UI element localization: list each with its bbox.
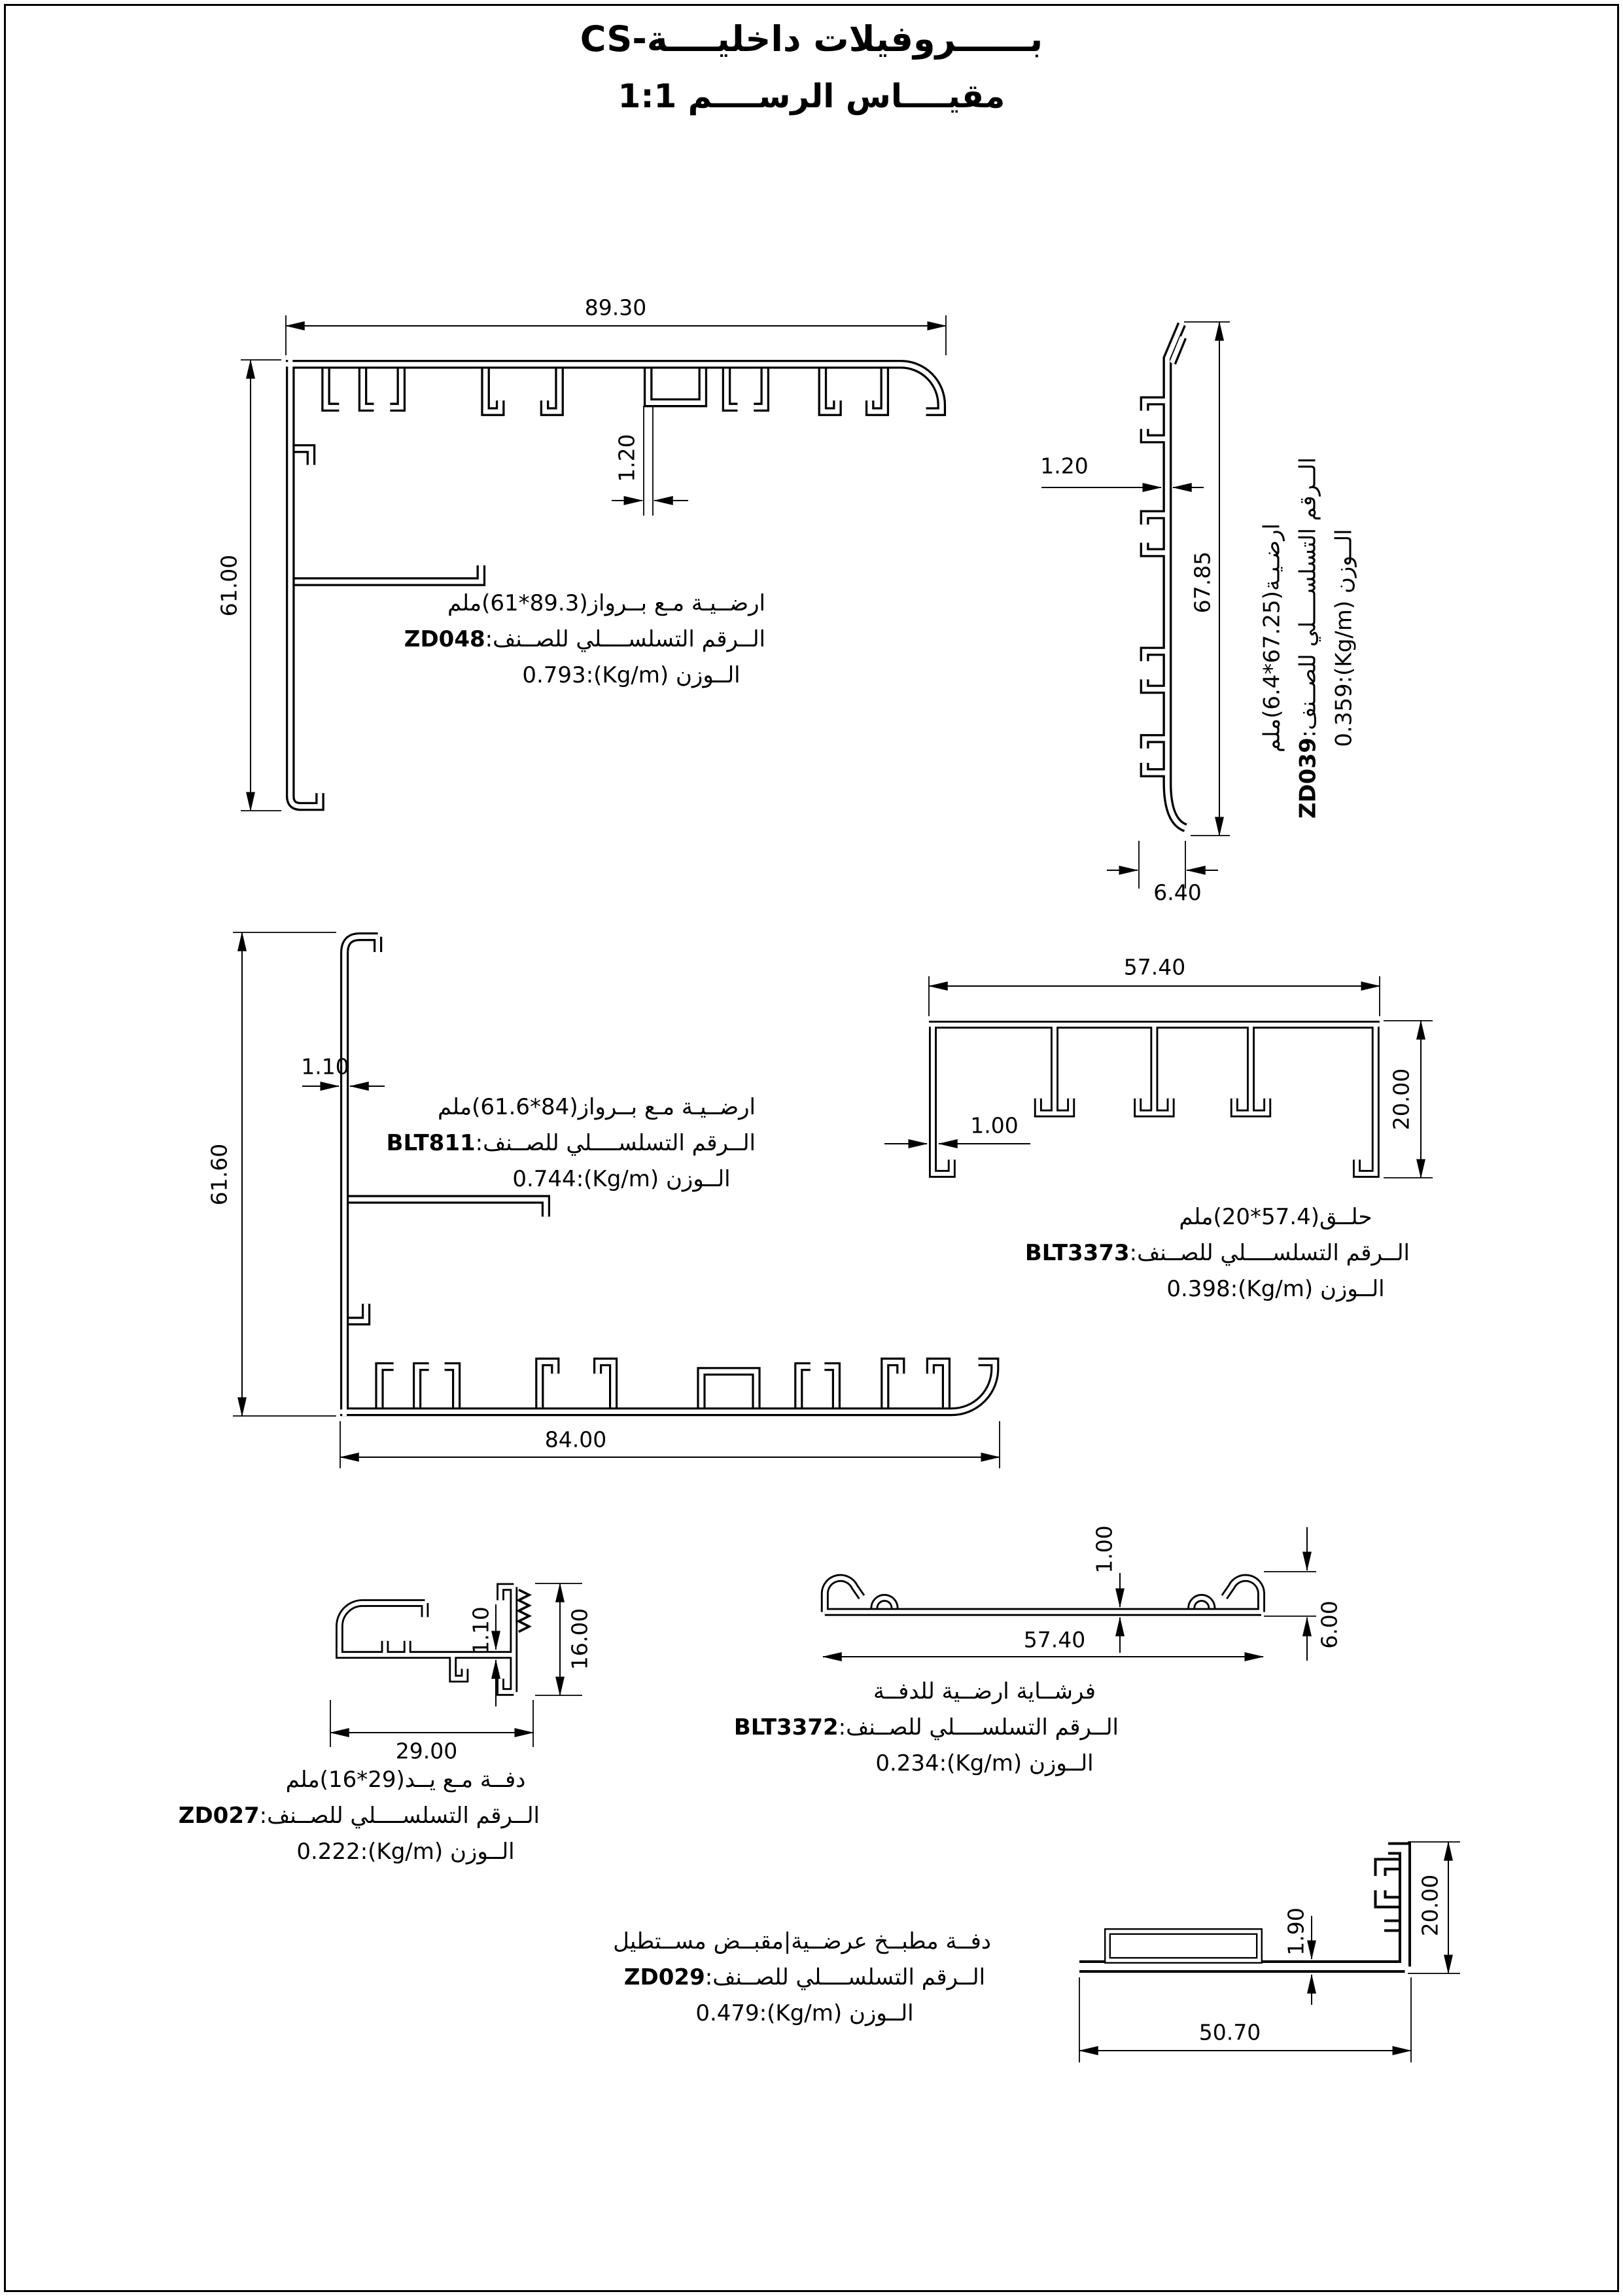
caption-zd027: دفــة مـع يــد(29*16)ملم الــرقم التسلسـ… <box>179 1762 540 1870</box>
caption-blt3372: فرشــاية ارضــية للدفــة الــرقم التسلسـ… <box>734 1674 1119 1782</box>
profile-serial-line: الــرقم التسلســــلي للصــنف:ZD029 <box>618 1960 991 1996</box>
serial-label: الــرقم التسلســــلي للصــنف: <box>838 1714 1119 1740</box>
dim-width-blt3372: 57.40 <box>1023 1627 1086 1653</box>
dim-height-zd027: 16.00 <box>567 1608 593 1670</box>
profile-drawing-zd048 <box>286 360 941 807</box>
serial-label: الــرقم التسلســــلي للصــنف: <box>1129 1240 1410 1266</box>
dim-thickness-zd048: 1.20 <box>614 434 640 482</box>
caption-zd029: دفــة مطبــخ عرضــية|مقبــض مســتطيل الـ… <box>613 1924 991 2032</box>
profile-weight: الــوزن (Kg/m):0.398 <box>1166 1276 1385 1302</box>
profile-serial-line: الــرقم التسلســــلي للصــنف:BLT811 <box>387 1125 756 1161</box>
profile-description: فرشــاية ارضــية للدفــة <box>873 1678 1096 1704</box>
dim-width-blt3373: 57.40 <box>1123 954 1186 980</box>
dimension-lines <box>237 321 1453 2055</box>
caption-blt3373: حلــق(57.4*20)ملم الــرقم التسلســــلي ل… <box>1025 1199 1410 1307</box>
profile-serial-line: الــرقم التسلســــلي للصــنف:ZD027 <box>179 1798 540 1834</box>
dim-height-blt811: 61.60 <box>206 1143 232 1206</box>
dim-width-zd027: 29.00 <box>395 1738 458 1764</box>
caption-zd039: ارضـيـة(67.25*6.4)ملم الــرقم التسلســــ… <box>1255 370 1363 906</box>
grip-serration <box>519 1590 529 1632</box>
dim-thickness-zd027: 1.10 <box>468 1606 494 1655</box>
serial-label: الــرقم التسلســــلي للصــنف: <box>475 1130 756 1156</box>
profile-weight: الــوزن (Kg/m):0.222 <box>296 1839 515 1865</box>
dim-width-zd048: 89.30 <box>584 294 647 321</box>
profile-code: ZD029 <box>623 1964 705 1990</box>
dim-height-zd048: 61.00 <box>216 554 242 617</box>
profile-description: دفــة مطبــخ عرضــية|مقبــض مســتطيل <box>613 1928 991 1954</box>
profile-description: دفــة مـع يــد(29*16)ملم <box>285 1767 526 1793</box>
extension-lines <box>233 315 1460 2062</box>
profile-weight: الــوزن (Kg/m):0.793 <box>522 662 741 688</box>
serial-label: الــرقم التسلســــلي للصــنف: <box>485 626 765 652</box>
profile-drawing-blt3373 <box>929 1025 1380 1174</box>
profile-weight: الــوزن (Kg/m):0.744 <box>512 1166 731 1192</box>
dim-height-zd039: 67.85 <box>1189 551 1215 614</box>
serial-label: الــرقم التسلســــلي للصــنف: <box>259 1803 540 1829</box>
profile-serial-line: الــرقم التسلســــلي للصــنف:ZD039 <box>1291 370 1327 906</box>
profile-drawing-zd029 <box>1079 1848 1405 1967</box>
dim-height-blt3372: 6.00 <box>1316 1600 1342 1649</box>
profile-drawing-zd027 <box>340 1587 529 1692</box>
profile-description: ارضــيـة مـع بــرواز(89.3*61)ملم <box>447 590 765 616</box>
dim-width-zd039: 6.40 <box>1153 879 1202 906</box>
profile-code: BLT3372 <box>733 1714 839 1740</box>
profile-weight: الــوزن (Kg/m):0.234 <box>875 1750 1094 1776</box>
profile-weight: الــوزن (Kg/m):0.479 <box>695 2000 914 2026</box>
dim-height-blt3373: 20.00 <box>1388 1068 1414 1131</box>
caption-zd048: ارضــيـة مـع بــرواز(89.3*61)ملم الــرقم… <box>404 586 765 694</box>
dim-thickness-zd029: 1.90 <box>1283 1907 1309 1956</box>
serial-label: الــرقم التسلســــلي للصــنف: <box>705 1964 986 1990</box>
thickness-leaders <box>302 483 1316 2005</box>
profile-code: ZD048 <box>404 626 485 652</box>
profile-weight: الــوزن (Kg/m):0.359 <box>1331 529 1357 747</box>
profile-serial-line: الــرقم التسلســــلي للصــنف:BLT3372 <box>734 1710 1119 1746</box>
dim-height-zd029: 20.00 <box>1417 1874 1443 1937</box>
profile-drawing-blt3372 <box>825 1578 1261 1612</box>
dim-width-zd029: 50.70 <box>1198 2019 1261 2045</box>
profile-code: BLT3373 <box>1024 1240 1130 1266</box>
dim-thickness-zd039: 1.20 <box>1040 453 1089 479</box>
serial-label: الــرقم التسلســــلي للصــنف: <box>1295 457 1321 738</box>
profile-drawing-zd039 <box>1145 324 1186 828</box>
profile-description: ارضـيـة(67.25*6.4)ملم <box>1259 523 1285 753</box>
dim-thickness-blt811: 1.10 <box>301 1053 349 1080</box>
dim-thickness-blt3373: 1.00 <box>970 1112 1019 1139</box>
profile-code: ZD039 <box>1295 737 1321 819</box>
profile-description: حلــق(57.4*20)ملم <box>1179 1204 1372 1230</box>
caption-blt811: ارضــيـة مـع بــرواز(84*61.6)ملم الــرقم… <box>387 1089 756 1197</box>
profile-code: ZD027 <box>178 1803 260 1829</box>
profile-description: ارضــيـة مـع بــرواز(84*61.6)ملم <box>437 1094 756 1120</box>
profile-code: BLT811 <box>386 1130 476 1156</box>
dim-width-blt811: 84.00 <box>544 1426 607 1453</box>
sheet-title: بــــــروفيلات داخليــــة-CS <box>580 18 1043 60</box>
profile-serial-line: الــرقم التسلســــلي للصــنف:BLT3373 <box>1025 1235 1410 1271</box>
sheet-scale-subtitle: مقيــــاس الرســــم 1:1 <box>618 77 1005 115</box>
dim-thickness-blt3372: 1.00 <box>1091 1525 1117 1574</box>
profile-serial-line: الــرقم التسلســــلي للصــنف:ZD048 <box>404 622 765 658</box>
